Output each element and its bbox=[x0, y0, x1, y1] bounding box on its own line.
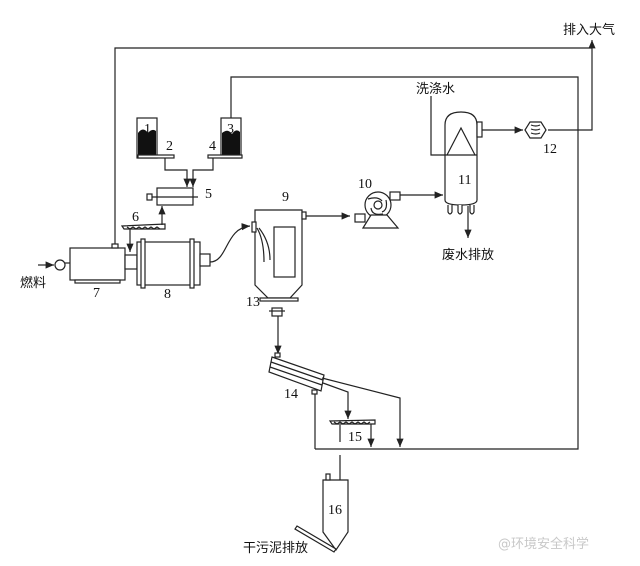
label-1: 1 bbox=[144, 122, 151, 137]
label-6: 6 bbox=[132, 210, 139, 225]
watermark: @环境安全科学 bbox=[498, 536, 589, 552]
label-13: 13 bbox=[246, 295, 260, 310]
label-8: 8 bbox=[164, 287, 171, 302]
label-2: 2 bbox=[166, 139, 173, 154]
exhaust-pipe bbox=[114, 40, 596, 248]
rotary-dryer-8 bbox=[136, 238, 211, 289]
label-5: 5 bbox=[205, 187, 212, 202]
label-14: 14 bbox=[284, 387, 298, 402]
label-16: 16 bbox=[328, 503, 342, 518]
fuel-label: 燃料 bbox=[20, 275, 46, 291]
screw-conveyor-discharge bbox=[294, 525, 337, 553]
label-3: 3 bbox=[227, 122, 234, 137]
fan-10 bbox=[354, 191, 401, 229]
silo-16 bbox=[322, 473, 349, 552]
wastewater-label: 废水排放 bbox=[442, 247, 494, 263]
dry-sludge-label: 干污泥排放 bbox=[243, 541, 308, 556]
feeder-4 bbox=[207, 154, 243, 159]
exhaust-label: 排入大气 bbox=[563, 22, 615, 38]
recycle-pipe bbox=[230, 76, 579, 450]
feeder-2 bbox=[137, 154, 175, 159]
mixer-5 bbox=[146, 187, 198, 206]
screen-14 bbox=[268, 352, 325, 395]
label-10: 10 bbox=[358, 177, 372, 192]
combustion-chamber-7 bbox=[54, 243, 138, 284]
scrubber-11 bbox=[444, 111, 483, 215]
filter-12 bbox=[524, 121, 547, 139]
label-4: 4 bbox=[209, 139, 216, 154]
hopper-3 bbox=[220, 117, 242, 159]
screw-conveyor-6 bbox=[120, 223, 166, 230]
label-7: 7 bbox=[93, 286, 100, 301]
label-11: 11 bbox=[458, 173, 471, 188]
label-12: 12 bbox=[543, 142, 557, 157]
hopper-1 bbox=[136, 117, 158, 159]
separator-9 bbox=[251, 209, 307, 317]
wash-water-label: 洗涤水 bbox=[416, 82, 455, 97]
label-9: 9 bbox=[282, 190, 289, 205]
label-15: 15 bbox=[348, 430, 362, 445]
screw-conveyor-15 bbox=[328, 419, 376, 425]
